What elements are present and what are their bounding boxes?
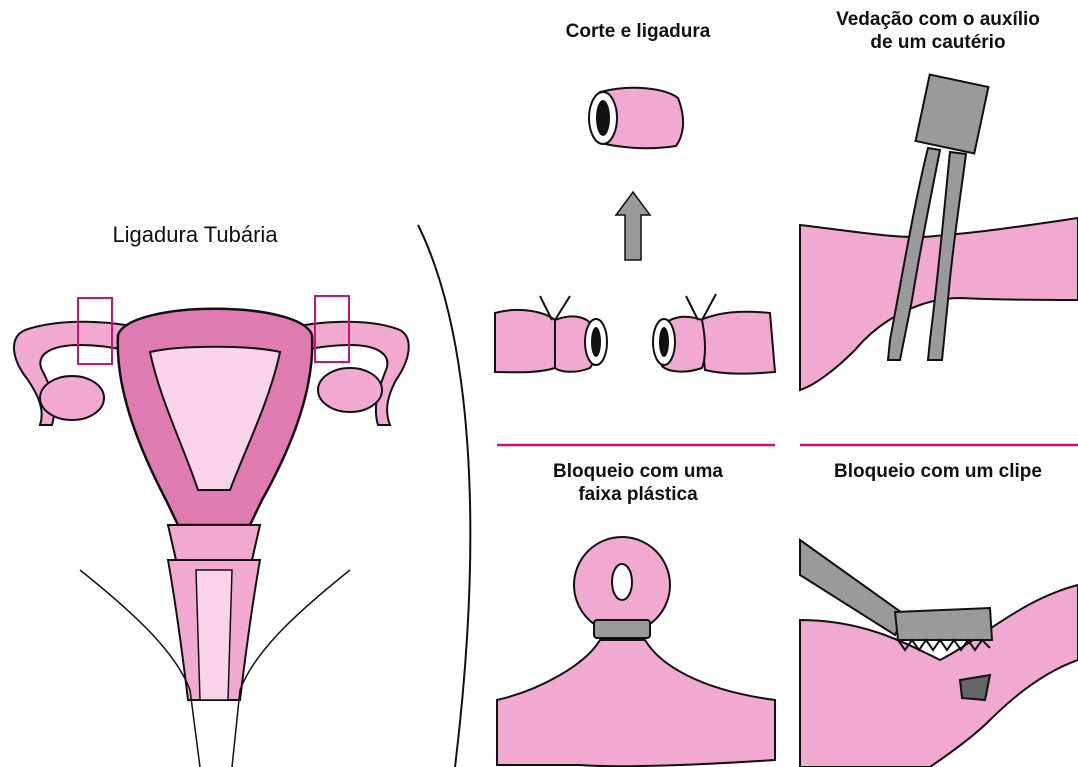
cautery-title-line1: Vedação com o auxílio [800, 8, 1076, 31]
left-cut-tube-end [495, 310, 559, 372]
band-title-line2: faixa plástica [500, 483, 776, 506]
main-title: Ligadura Tubária [60, 222, 330, 248]
cautery-illustration [800, 75, 1078, 390]
left-ovary [40, 376, 104, 420]
plastic-band-illustration [497, 537, 775, 766]
clip-tip [960, 675, 990, 700]
cut-and-ligation-title: Corte e ligadura [500, 20, 776, 43]
uterus-diagram [14, 296, 409, 767]
band-tube-base [497, 640, 775, 766]
right-ovary [318, 368, 382, 412]
cautery-title-line2: de um cautério [800, 31, 1076, 54]
cautery-handle [916, 75, 989, 154]
right-cut-tube-end [700, 312, 775, 374]
cut-and-ligation-illustration [495, 88, 775, 374]
curved-divider [418, 225, 470, 767]
tube-lumen-top-inner [596, 100, 610, 136]
upward-arrow [616, 192, 650, 260]
clip-title: Bloqueio com um clipe [800, 460, 1076, 483]
clip-illustration [800, 540, 1078, 767]
plastic-band-title: Bloqueio com uma faixa plástica [500, 460, 776, 506]
cervix [168, 525, 260, 560]
band-loop-hole [612, 564, 632, 600]
right-tube-lumen-inner [659, 327, 669, 357]
vaginal-rugae [196, 570, 232, 700]
cautery-title: Vedação com o auxílio de um cautério [800, 8, 1076, 54]
clip-jaw [895, 608, 992, 640]
left-tube-lumen-inner [591, 327, 601, 357]
plastic-band [594, 620, 650, 638]
band-title-line1: Bloqueio com uma [500, 460, 776, 483]
